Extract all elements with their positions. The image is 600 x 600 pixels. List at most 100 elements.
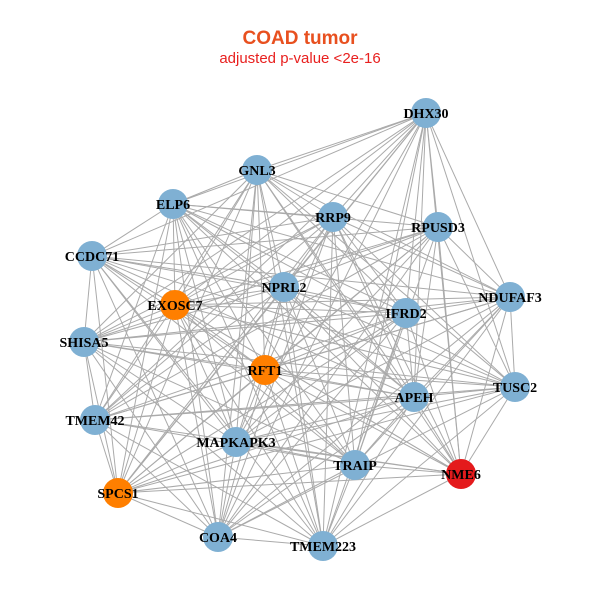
node-circle[interactable] [308,531,338,561]
node-shisa5[interactable]: SHISA5 [59,327,109,357]
edge-RPUSD3-SHISA5 [83,226,439,343]
edge-SHISA5-COA4 [83,341,219,538]
edge-IFRD2-COA4 [217,312,407,538]
edge-TUSC2-NME6 [460,386,516,475]
node-rft1[interactable]: RFT1 [248,355,283,385]
edge-SHISA5-APEH [83,341,415,398]
node-nprl2[interactable]: NPRL2 [261,272,307,302]
edge-GNL3-COA4 [217,169,258,538]
node-tmem223[interactable]: TMEM223 [290,531,356,561]
node-circle[interactable] [411,98,441,128]
edge-EXOSC7-RFT1 [174,304,266,371]
edge-APEH-NME6 [413,396,462,475]
edge-APEH-MAPKAPK3 [235,396,415,443]
edge-ELP6-RFT1 [172,203,266,371]
edge-RPUSD3-TMEM42 [94,226,439,421]
edge-MAPKAPK3-TRAIP [235,441,356,466]
node-label: SHISA5 [59,336,108,351]
edge-APEH-TRAIP [354,396,415,466]
node-circle[interactable] [500,372,530,402]
edge-GNL3-TUSC2 [256,169,516,388]
edge-GNL3-MAPKAPK3 [235,169,258,443]
node-circle[interactable] [80,405,110,435]
edge-NME6-TMEM223 [322,473,462,547]
node-circle[interactable] [221,427,251,457]
edge-CCDC71-NPRL2 [91,255,285,288]
node-label: NDUFAF3 [478,291,542,306]
edge-RPUSD3-NME6 [437,226,462,475]
node-traip[interactable]: TRAIP [333,450,377,480]
node-circle[interactable] [160,290,190,320]
edge-CCDC71-SPCS1 [91,255,119,494]
node-circle[interactable] [446,459,476,489]
node-apeh[interactable]: APEH [395,382,434,412]
node-circle[interactable] [242,155,272,185]
edge-RPUSD3-NPRL2 [283,226,439,288]
node-nme6[interactable]: NME6 [441,459,481,489]
node-circle[interactable] [250,355,280,385]
node-ndufaf3[interactable]: NDUFAF3 [478,282,542,312]
node-ifrd2[interactable]: IFRD2 [385,298,427,328]
node-coa4[interactable]: COA4 [199,522,237,552]
node-circle[interactable] [77,241,107,271]
edge-DHX30-COA4 [217,112,427,538]
node-circle[interactable] [495,282,525,312]
node-circle[interactable] [340,450,370,480]
node-dhx30[interactable]: DHX30 [403,98,449,128]
node-circle[interactable] [269,272,299,302]
node-label: CCDC71 [65,250,119,265]
edge-TRAIP-SPCS1 [117,464,356,494]
edge-DHX30-TRAIP [354,112,427,466]
node-label: TUSC2 [493,381,537,396]
edge-NPRL2-IFRD2 [283,286,407,314]
node-circle[interactable] [318,202,348,232]
node-circle[interactable] [69,327,99,357]
edge-CCDC71-IFRD2 [91,255,407,314]
edge-RPUSD3-APEH [413,226,439,398]
edge-SPCS1-TMEM223 [117,492,324,547]
node-elp6[interactable]: ELP6 [156,189,190,219]
node-exosc7[interactable]: EXOSC7 [147,290,203,320]
edge-NPRL2-TMEM223 [283,286,324,547]
node-circle[interactable] [399,382,429,412]
edge-NPRL2-TUSC2 [283,286,516,388]
edge-ELP6-CCDC71 [91,203,174,257]
node-gnl3[interactable]: GNL3 [238,155,276,185]
node-label: GNL3 [238,164,275,179]
node-label: TMEM42 [65,414,124,429]
node-circle[interactable] [391,298,421,328]
edge-RRP9-SPCS1 [117,216,334,494]
node-label: RRP9 [315,211,351,226]
node-label: COA4 [199,531,237,546]
node-circle[interactable] [158,189,188,219]
edge-IFRD2-TMEM223 [322,312,407,547]
node-rrp9[interactable]: RRP9 [315,202,351,232]
node-ccdc71[interactable]: CCDC71 [65,241,119,271]
edge-DHX30-APEH [413,112,427,398]
edge-ELP6-TMEM42 [94,203,174,421]
edge-EXOSC7-NME6 [174,304,462,475]
node-spcs1[interactable]: SPCS1 [97,478,139,508]
edge-NDUFAF3-SHISA5 [83,296,511,343]
node-circle[interactable] [103,478,133,508]
edge-EXOSC7-NDUFAF3 [174,296,511,306]
edge-COA4-TMEM223 [217,536,324,547]
node-circle[interactable] [423,212,453,242]
edge-SHISA5-MAPKAPK3 [83,341,237,443]
node-rpusd3[interactable]: RPUSD3 [411,212,465,242]
edge-RRP9-TRAIP [332,216,356,466]
node-label: IFRD2 [385,307,426,322]
edge-RFT1-SPCS1 [117,369,266,494]
node-circle[interactable] [203,522,233,552]
edge-CCDC71-TUSC2 [91,255,516,388]
edge-ELP6-TRAIP [172,203,356,466]
edge-DHX30-RRP9 [332,112,427,218]
edge-SPCS1-COA4 [117,492,219,538]
edge-RFT1-TMEM42 [94,369,266,421]
edge-SHISA5-TRAIP [83,341,356,466]
node-label: EXOSC7 [147,299,202,314]
node-mapkapk3[interactable]: MAPKAPK3 [196,427,276,457]
node-tmem42[interactable]: TMEM42 [65,405,125,435]
node-tusc2[interactable]: TUSC2 [493,372,537,402]
